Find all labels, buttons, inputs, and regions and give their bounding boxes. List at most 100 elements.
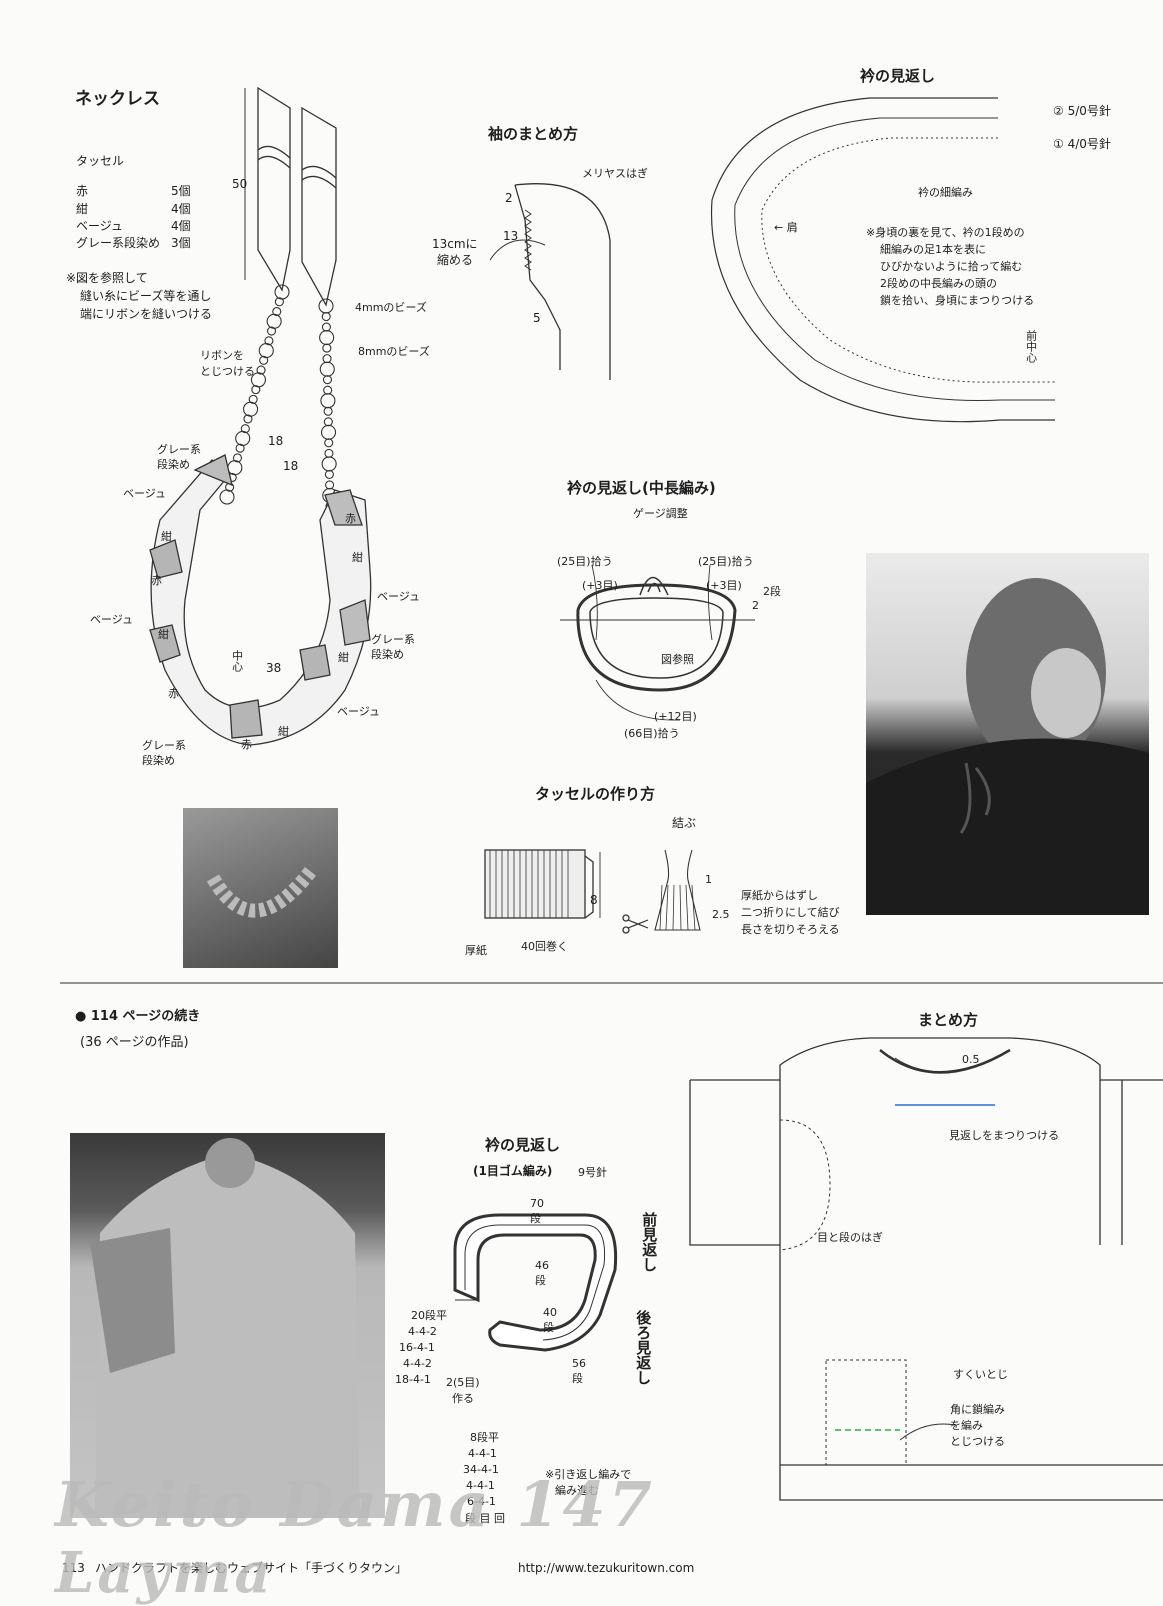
ribbon-label-2: とじつける — [200, 365, 255, 378]
bead — [323, 406, 333, 416]
bead — [227, 460, 243, 476]
tassel-color: 赤 — [76, 184, 89, 198]
stitch-row-label: 目と段のはぎ — [817, 1231, 883, 1244]
collar-rib-title: 衿の見返し — [485, 1136, 561, 1154]
row1-needle: ① 4/0号針 — [1053, 137, 1111, 151]
tassel-navy-2: 紺 — [161, 530, 172, 543]
collar-crochet-chart — [710, 97, 1055, 423]
bead — [240, 424, 250, 434]
tassel-heading: タッセル — [76, 154, 125, 168]
bead — [219, 489, 235, 505]
sleeve-n5: 5 — [533, 311, 541, 325]
tie-label: 結ぶ — [672, 816, 697, 830]
shrink-label-2: 縮める — [437, 253, 474, 267]
bead — [320, 393, 336, 409]
bead — [322, 343, 332, 353]
tassel-n8: 8 — [590, 893, 598, 907]
bottom-dec-3: 4-4-1 — [466, 1479, 495, 1492]
beige-label-3: ベージュ — [90, 613, 134, 626]
bead — [323, 385, 333, 395]
rib-46-dan: 段 — [535, 1274, 546, 1287]
necklace-photo — [183, 808, 338, 968]
collar-note-2: ひびかないように拾って編む — [880, 260, 1023, 273]
tassel-red-2: 赤 — [151, 574, 162, 587]
left-dec-0: 20段平 — [411, 1309, 447, 1322]
see-figure: 図参照 — [661, 653, 694, 666]
watermark-line-1: Keito Dama 147 — [55, 1468, 655, 1541]
grey-label-1b: 段染め — [157, 458, 190, 471]
shoulder-label: ← 肩 — [774, 221, 798, 234]
collar-hdc-title: 衿の見返し(中長編み) — [567, 479, 716, 497]
bead — [320, 424, 337, 440]
tassel-instr-1: 二つ折りにして結び — [741, 906, 840, 919]
rib-70: 70 — [530, 1197, 544, 1210]
necklace-note-3: 端にリボンを縫いつける — [80, 307, 213, 321]
sleeve-diagram — [489, 183, 611, 380]
bead-8mm-label: 8mmのビーズ — [358, 345, 430, 358]
footer-url[interactable]: http://www.tezukuritown.com — [518, 1561, 695, 1575]
bead — [235, 430, 251, 446]
tassel-color: 紺 — [76, 202, 89, 216]
bead — [264, 336, 274, 346]
assembly-diagram — [689, 1037, 1163, 1501]
plus-12: (+12目) — [654, 710, 697, 723]
tassel-count: 4個 — [171, 202, 191, 216]
beige-label-1: ベージュ — [123, 487, 167, 500]
front-facing-label: 前見返し — [640, 1212, 659, 1272]
collar-rib-diagram — [453, 1213, 618, 1352]
assembly-05: 0.5 — [962, 1053, 980, 1066]
bottom-dec-0: 8段平 — [470, 1431, 499, 1444]
bead — [248, 394, 258, 404]
collar-rib-subtitle: (1目ゴム編み) — [473, 1164, 553, 1178]
tassel-n1: 1 — [705, 873, 712, 886]
facing-sew-label: 見返しをまつりつける — [949, 1129, 1060, 1142]
collar-note-1: 細編みの足1本を表に — [880, 243, 986, 256]
row2-needle: ② 5/0号針 — [1053, 104, 1111, 118]
bead — [324, 438, 334, 448]
bead-4mm-label: 4mmのビーズ — [355, 301, 427, 314]
cast-on-label: 2(5目) — [446, 1376, 480, 1389]
gauge-label: ゲージ調整 — [633, 507, 688, 520]
plus-left: (+3目) — [582, 579, 618, 592]
necklace-note-1: ※図を参照して — [66, 271, 148, 285]
continued-heading: ● 114 ページの続き — [75, 1009, 201, 1024]
bead — [319, 330, 335, 346]
tassel-howto-title: タッセルの作り方 — [535, 785, 656, 803]
length-18-a: 18 — [268, 434, 284, 448]
length-18-b: 18 — [283, 459, 299, 473]
rib-40-dan: 段 — [543, 1321, 554, 1334]
tassel-navy-1: 紺 — [352, 551, 363, 564]
tassel-n25: 2.5 — [712, 908, 730, 921]
bead — [321, 322, 331, 332]
assembly-title: まとめ方 — [918, 1011, 979, 1029]
rib-46: 46 — [535, 1259, 549, 1272]
tassel-navy-3: 紺 — [158, 628, 169, 641]
tassel-navy-4: 紺 — [338, 651, 349, 664]
rows-num: 2 — [752, 599, 759, 612]
bead — [322, 375, 333, 385]
grey-label-2b: 段染め — [371, 648, 404, 661]
bead — [258, 343, 274, 359]
corner-2: とじつける — [950, 1435, 1005, 1448]
tassel-red-3: 赤 — [168, 687, 179, 700]
grey-label-2a: グレー系 — [371, 633, 415, 646]
tassel-count: 4個 — [171, 219, 191, 233]
rib-56: 56 — [572, 1357, 586, 1370]
back-facing-label: 後ろ見返し — [634, 1310, 653, 1385]
bead — [266, 313, 282, 329]
bottom-dec-2: 34-4-1 — [463, 1463, 499, 1476]
tassel-count: 5個 — [171, 184, 191, 198]
pick-left: (25目)拾う — [557, 555, 613, 568]
bead — [324, 448, 334, 458]
bead — [274, 297, 284, 307]
sleeve-n13: 13 — [503, 229, 519, 243]
rib-70-dan: 段 — [530, 1212, 541, 1225]
beige-label-4: ベージュ — [337, 705, 381, 718]
bead — [243, 414, 253, 424]
collar-hdc-diagram — [560, 564, 755, 721]
bottom-dec-4: 6-4-1 — [467, 1495, 496, 1508]
tassel-navy-5: 紺 — [278, 725, 289, 738]
grey-label-1a: グレー系 — [157, 443, 201, 456]
pick-66: (66目)拾う — [624, 727, 680, 740]
